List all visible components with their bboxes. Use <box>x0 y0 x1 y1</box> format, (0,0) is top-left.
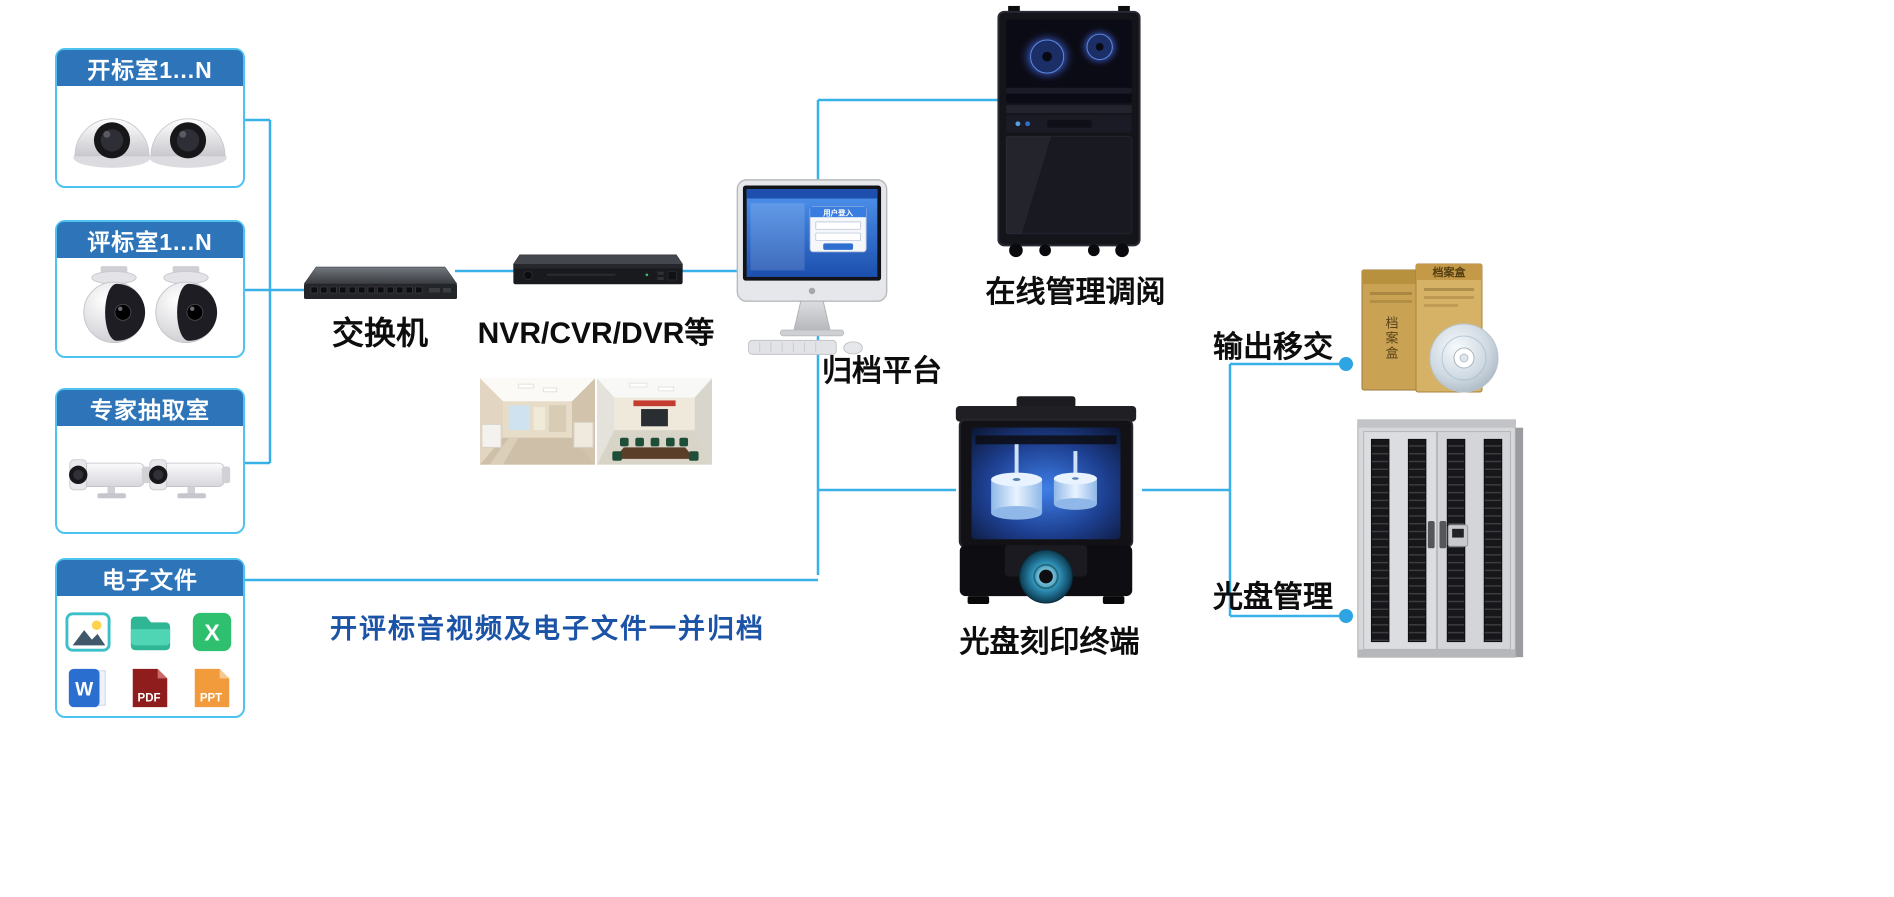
file-icon-grid: X W PDF PPT <box>57 596 243 716</box>
disc-terminal-label: 光盘刻印终端 <box>959 626 1140 659</box>
meeting-room-photo-1 <box>480 378 595 465</box>
ppt-file-icon: PPT <box>194 668 230 708</box>
excel-file-icon: X <box>192 612 232 652</box>
dome-camera-icon <box>149 118 227 168</box>
server-rack-icon <box>997 5 1141 258</box>
connector-dot <box>1339 609 1353 623</box>
archive-box-top-label: 档案盒 <box>1433 265 1467 279</box>
disc-management-label: 光盘管理 <box>1213 581 1333 614</box>
group-header: 评标室1...N <box>57 222 243 258</box>
disc-burn-terminal <box>948 396 1144 612</box>
group-header: 开标室1...N <box>57 50 243 86</box>
disc-storage-cabinet <box>1352 415 1527 665</box>
group-label: 专家抽取室 <box>90 397 210 423</box>
dome-camera-pair <box>57 86 243 186</box>
group-electronic-files: 电子文件 X W <box>55 558 245 718</box>
archive-platform-computer: 用户登入 <box>728 178 896 360</box>
group-bid-evaluation-rooms: 评标室1...N <box>55 220 245 358</box>
image-file-icon <box>65 612 111 652</box>
group-header: 电子文件 <box>57 560 243 596</box>
bullet-camera-pair <box>57 426 243 532</box>
folder-icon <box>130 616 171 651</box>
bullet-camera-icon <box>149 459 231 499</box>
network-switch-icon <box>303 266 458 299</box>
caption-text: 开评标音视频及电子文件一并归档 <box>330 614 765 644</box>
group-bid-opening-rooms: 开标室1...N <box>55 48 245 188</box>
excel-letter: X <box>204 620 220 646</box>
group-header: 专家抽取室 <box>57 390 243 426</box>
nvr-recorder-icon <box>512 254 684 285</box>
storage-cabinet-icon <box>1357 419 1524 658</box>
output-transfer-label: 输出移交 <box>1213 331 1333 364</box>
switch-label: 交换机 <box>331 315 428 351</box>
recorder-label: NVR/CVR/DVR等 <box>477 317 715 350</box>
archive-platform-label: 归档平台 <box>822 355 942 388</box>
word-file-icon: W <box>68 668 106 708</box>
bullet-camera-icon <box>69 459 151 499</box>
archive-box-icon: 档案盒 档案盒 <box>1361 263 1499 393</box>
disc-printer-icon <box>955 396 1137 604</box>
group-label: 电子文件 <box>102 567 198 593</box>
imac-monitor-icon: 用户登入 <box>736 179 888 355</box>
speed-dome-pair <box>57 258 243 356</box>
pdf-file-icon: PDF <box>132 668 168 708</box>
monitor-login-dialog-title: 用户登入 <box>823 207 853 217</box>
wire-lines <box>245 98 1342 618</box>
connector-dot <box>1339 357 1353 371</box>
pdf-label: PDF <box>138 692 161 704</box>
nvr-recorder <box>506 248 690 290</box>
network-switch <box>298 258 463 310</box>
group-label: 评标室1...N <box>87 229 213 255</box>
word-letter: W <box>75 680 94 701</box>
room-photo-image <box>597 378 712 465</box>
room-photo-image <box>480 378 595 465</box>
speed-dome-camera-icon <box>83 266 146 343</box>
meeting-room-photo-2 <box>597 378 712 465</box>
group-expert-selection-room: 专家抽取室 <box>55 388 245 534</box>
archive-box-spine-label: 档案盒 <box>1384 316 1399 361</box>
speed-dome-camera-icon <box>155 266 218 343</box>
ppt-label: PPT <box>200 692 222 704</box>
archive-boxes: 档案盒 档案盒 <box>1348 260 1508 400</box>
dome-camera-icon <box>73 118 151 168</box>
online-review-server-rack <box>988 4 1150 262</box>
online-review-label: 在线管理调阅 <box>985 276 1166 309</box>
group-label: 开标室1...N <box>87 57 213 83</box>
